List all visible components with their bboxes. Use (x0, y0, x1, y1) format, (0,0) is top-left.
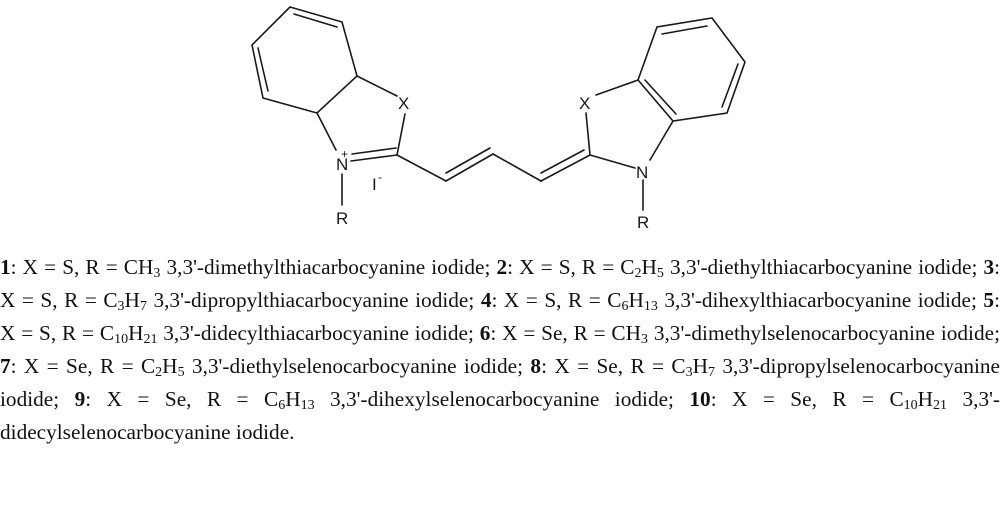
subscript: 3 (685, 365, 693, 380)
compound-number: 10 (689, 387, 711, 411)
caption-entry: 5: X = S, R = C10H21 3,3'-didecylthiacar… (0, 288, 1000, 347)
subscript: 21 (143, 332, 158, 347)
caption-entry: 4: X = S, R = C6H13 3,3'-dihexylthiacarb… (480, 288, 984, 314)
right-thiazole-ring (585, 79, 674, 211)
left-thiazole-ring (316, 75, 406, 206)
caption-entry: 1: X = S, R = CH3 3,3'-dimethylthiacarbo… (0, 255, 497, 281)
n-right-label: N (636, 163, 648, 182)
x-right-label: X (579, 94, 590, 113)
subscript: 5 (177, 365, 185, 380)
compound-number: 4 (480, 288, 492, 312)
subscript: 3 (117, 299, 125, 314)
caption-entry: 10: X = Se, R = C10H21 3,3'-didecylselen… (0, 387, 1000, 444)
caption-entry: 7: X = Se, R = C2H5 3,3'-diethylselenoca… (0, 354, 531, 380)
counterion-charge: - (378, 170, 382, 184)
subscript: 13 (643, 299, 658, 314)
n-left-label: N (336, 155, 348, 174)
r-left-label: R (336, 209, 348, 228)
caption-entry: 9: X = Se, R = C6H13 3,3'-dihexylselenoc… (74, 387, 690, 413)
counterion-label: I (372, 175, 377, 194)
x-left-label: X (398, 94, 409, 113)
subscript: 21 (933, 398, 948, 413)
caption-entry: 2: X = S, R = C2H5 3,3'-diethylthiacarbo… (496, 255, 984, 281)
subscript: 7 (707, 365, 715, 380)
compound-number: 7 (0, 354, 11, 378)
caption-entry: 8: X = Se, R = C3H7 3,3'-dipropylselenoc… (0, 354, 1000, 411)
compound-number: 6 (479, 321, 491, 345)
compound-number: 2 (496, 255, 508, 279)
n-left-charge: + (341, 147, 348, 161)
right-benzene-ring (637, 17, 746, 122)
subscript: 2 (155, 365, 163, 380)
subscript: 10 (114, 332, 129, 347)
compound-number: 9 (74, 387, 86, 411)
subscript: 7 (139, 299, 147, 314)
subscript: 3 (153, 266, 161, 281)
figure-caption: 1: X = S, R = CH3 3,3'-dimethylthiacarbo… (0, 251, 1000, 449)
caption-entry: 3: X = S, R = C3H7 3,3'-dipropylthiacarb… (0, 255, 1000, 314)
compound-number: 3 (983, 255, 995, 279)
compound-number: 1 (0, 255, 11, 279)
caption-entry: 6: X = Se, R = CH3 3,3'-dimethylselenoca… (479, 321, 1000, 347)
r-right-label: R (637, 213, 649, 232)
subscript: 2 (634, 266, 642, 281)
subscript: 3 (641, 332, 649, 347)
compound-number: 8 (530, 354, 542, 378)
polymethine-chain (396, 147, 591, 182)
subscript: 13 (300, 398, 315, 413)
subscript: 6 (621, 299, 629, 314)
left-benzene-ring (251, 6, 358, 114)
compound-number: 5 (983, 288, 995, 312)
subscript: 6 (278, 398, 286, 413)
subscript: 5 (656, 266, 664, 281)
chemical-structure-diagram: X N + R I - X N R (251, 6, 746, 232)
subscript: 10 (903, 398, 918, 413)
